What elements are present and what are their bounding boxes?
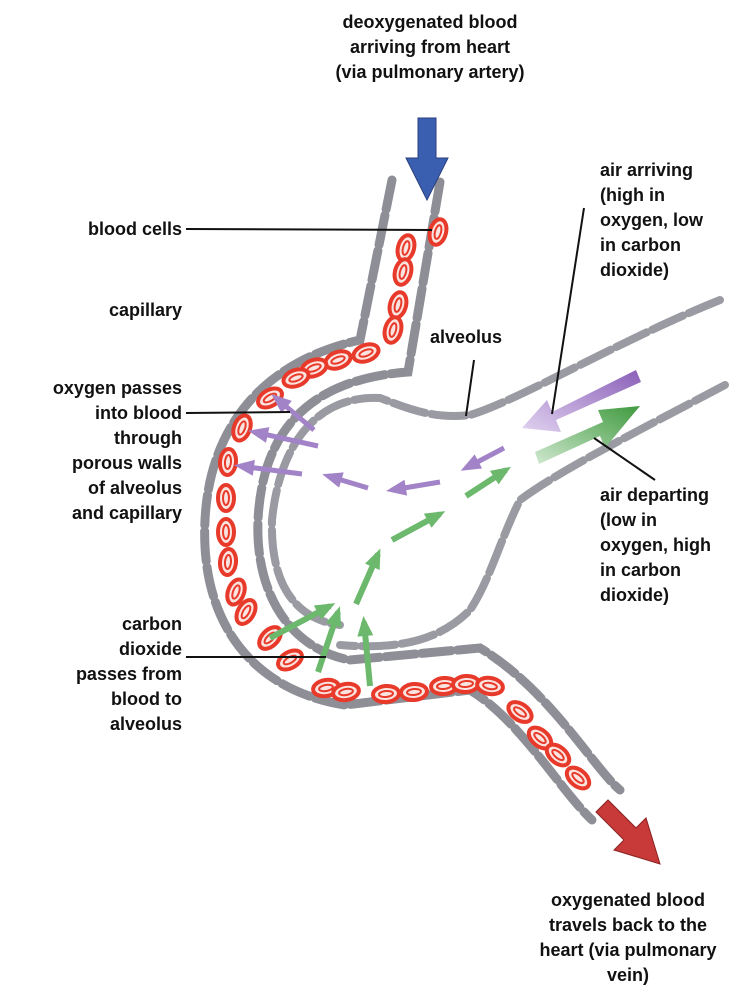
label-co2-passes: carbon dioxide passes from blood to alve… xyxy=(30,612,182,737)
label-blood-cells: blood cells xyxy=(70,217,182,242)
label-capillary: capillary xyxy=(70,298,182,323)
oxygen-arrow-head xyxy=(461,454,482,470)
air-arriving-leader xyxy=(552,208,584,414)
blood-cell xyxy=(218,519,234,545)
blood-cell xyxy=(400,683,427,701)
capillary-wall xyxy=(205,180,620,820)
label-air-departing: air departing (low in oxygen, high in ca… xyxy=(600,483,746,608)
oxygen-passes-leader xyxy=(186,412,290,413)
alveolus-leader xyxy=(466,360,474,416)
blood-cell xyxy=(218,485,234,511)
oxygen-arrow-head xyxy=(322,472,343,487)
oxygen-arrow-head xyxy=(386,480,407,496)
blood-cell xyxy=(382,315,404,344)
blood-cell xyxy=(372,685,399,703)
oxygenated-outflow-arrow xyxy=(596,800,660,864)
label-deoxygenated-blood: deoxygenated blood arriving from heart (… xyxy=(300,10,560,85)
label-air-arriving: air arriving (high in oxygen, low in car… xyxy=(600,158,740,283)
label-alveolus: alveolus xyxy=(430,325,540,350)
co2-arrow-head xyxy=(365,549,380,571)
air-departing-leader xyxy=(594,438,655,480)
label-oxygen-passes: oxygen passes into blood through porous … xyxy=(2,376,182,526)
label-oxygenated-blood: oxygenated blood travels back to the hea… xyxy=(510,888,746,988)
co2-arrow-head xyxy=(424,511,445,528)
blood-cell xyxy=(219,548,237,575)
blood-cell xyxy=(275,647,306,674)
blood-cell xyxy=(392,257,414,286)
blood-cell xyxy=(219,448,237,475)
blood-cells-leader xyxy=(186,229,432,230)
co2-arrow-head xyxy=(357,616,373,637)
blood-cell xyxy=(387,290,409,319)
